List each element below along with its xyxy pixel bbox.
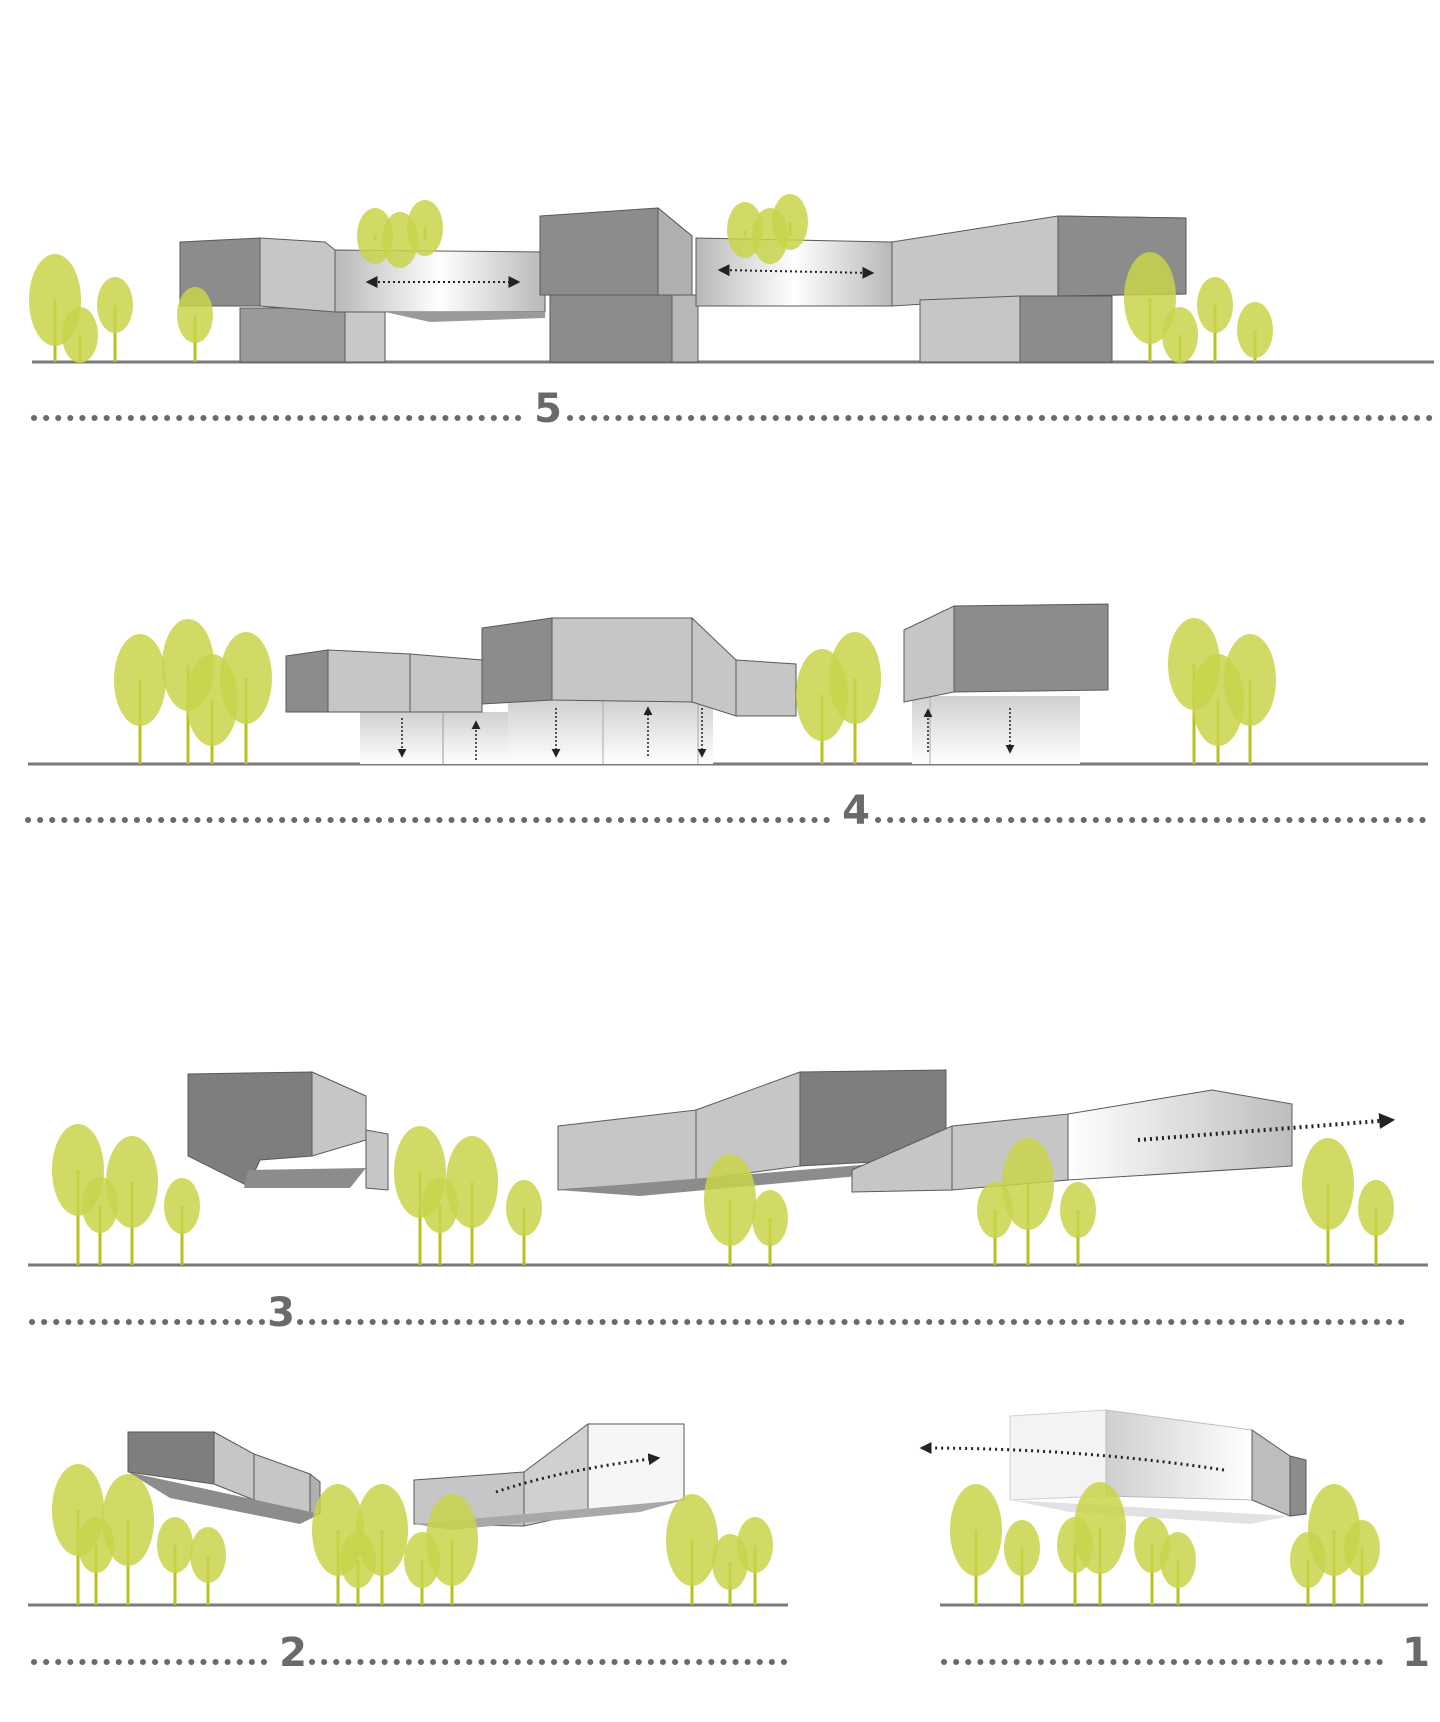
- volume-3-right: [851, 1089, 1396, 1193]
- volume-2-right: [413, 1423, 685, 1530]
- tree-group: [114, 618, 1276, 764]
- tree-crown: [737, 1517, 773, 1573]
- volume-4-left: [285, 649, 510, 764]
- step-1-scene: 1: [919, 1409, 1430, 1676]
- tree-crown: [1060, 1182, 1096, 1238]
- volume-4-middle: [481, 616, 797, 764]
- volume-4-right: [903, 603, 1109, 764]
- volume-5-right: [891, 215, 1187, 363]
- tree-crown: [1160, 1532, 1196, 1588]
- step-number-5: 5: [534, 386, 562, 432]
- step-number-2: 2: [279, 1630, 307, 1676]
- tree-group: [29, 252, 1273, 363]
- tree-crown: [1197, 277, 1233, 333]
- roof-tree-group: [357, 194, 808, 268]
- tree-crown: [177, 287, 213, 343]
- tree-crown: [1344, 1520, 1380, 1576]
- tree-crown: [446, 1136, 498, 1228]
- tree-crown: [704, 1154, 756, 1246]
- volume-2-left: [127, 1431, 321, 1524]
- tree-crown: [102, 1474, 154, 1566]
- tree-crown: [1302, 1138, 1354, 1230]
- tree-crown: [1162, 307, 1198, 363]
- tree-crown: [106, 1136, 158, 1228]
- tree-group: [52, 1464, 773, 1605]
- tree-crown: [407, 200, 443, 256]
- tree-crown: [1074, 1482, 1126, 1574]
- tree-group: [52, 1124, 1394, 1265]
- step-2-scene: 2: [28, 1423, 797, 1676]
- tree-crown: [752, 1190, 788, 1246]
- tree-crown: [1224, 634, 1276, 726]
- tree-crown: [829, 632, 881, 724]
- step-number-1: 1: [1402, 1630, 1430, 1676]
- tree-crown: [190, 1527, 226, 1583]
- tree-crown: [1124, 252, 1176, 344]
- tree-crown: [157, 1517, 193, 1573]
- tree-crown: [356, 1484, 408, 1576]
- tree-crown: [97, 277, 133, 333]
- step-number-3: 3: [267, 1290, 295, 1336]
- tree-crown: [114, 634, 166, 726]
- tree-crown: [1237, 302, 1273, 358]
- tree-crown: [1002, 1138, 1054, 1230]
- tree-crown: [220, 632, 272, 724]
- bridge-5-left: [334, 249, 546, 322]
- step-3-scene: 3: [28, 1069, 1428, 1336]
- tree-crown: [666, 1494, 718, 1586]
- tree-crown: [772, 194, 808, 250]
- step-5-scene: 5: [29, 194, 1439, 432]
- step-number-4: 4: [842, 788, 870, 834]
- volume-3-left: [187, 1071, 389, 1191]
- right-arrow: [1137, 1113, 1396, 1142]
- tree-crown: [506, 1180, 542, 1236]
- step-4-scene: 4: [25, 603, 1433, 834]
- double-arrow: [717, 264, 875, 279]
- volume-1: [919, 1409, 1307, 1524]
- tree-group: [950, 1482, 1380, 1605]
- tree-crown: [426, 1494, 478, 1586]
- tree-crown: [1358, 1180, 1394, 1236]
- volume-5-center: [539, 206, 699, 363]
- tree-crown: [1004, 1520, 1040, 1576]
- tree-crown: [950, 1484, 1002, 1576]
- tree-crown: [62, 307, 98, 363]
- tree-crown: [164, 1178, 200, 1234]
